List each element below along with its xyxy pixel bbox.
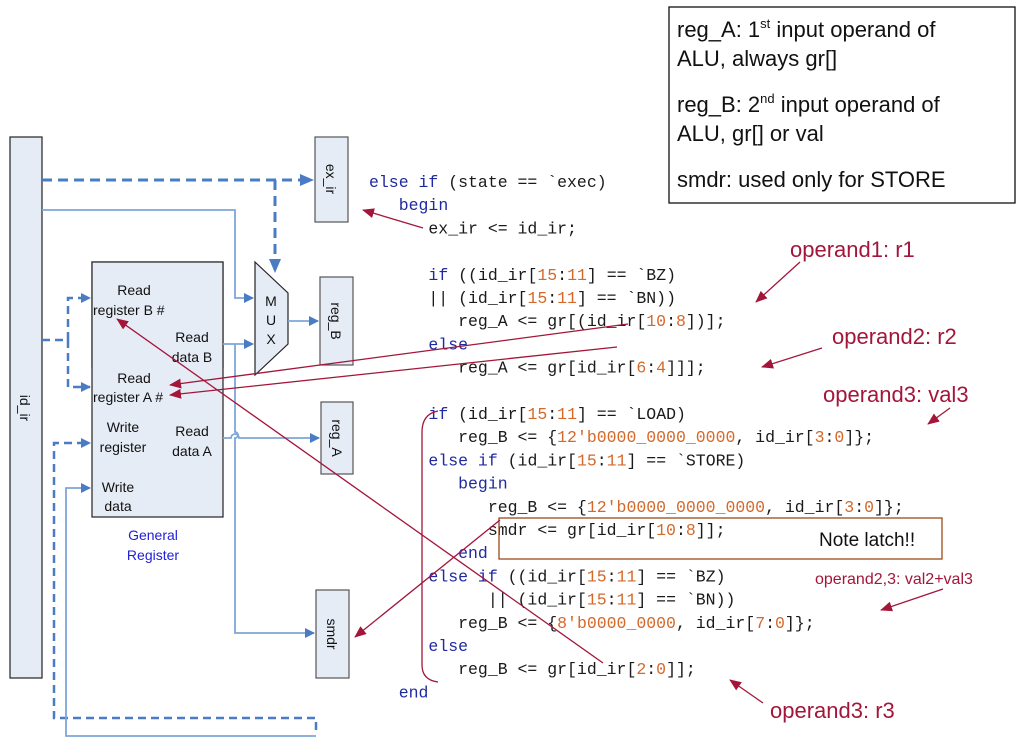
code-line: else if ((id_ir[15:11] == `BZ) bbox=[369, 567, 726, 586]
note-latch-text: Note latch!! bbox=[819, 530, 915, 551]
code-line: reg_B <= gr[id_ir[2:0]]; bbox=[369, 660, 696, 679]
code-line: end bbox=[369, 544, 488, 563]
mux-letter-x: X bbox=[266, 331, 276, 347]
port-write-register-2: register bbox=[100, 439, 147, 455]
reg-b-block: reg_B bbox=[319, 276, 354, 366]
verilog-code: else if (state == `exec) begin ex_ir <= … bbox=[369, 173, 904, 702]
wires bbox=[42, 174, 320, 737]
port-read-register-b-2: register B # bbox=[93, 302, 165, 318]
wire-idir-to-mux bbox=[42, 209, 254, 303]
code-line: begin bbox=[369, 196, 448, 215]
legend-line-2: ALU, always gr[] bbox=[677, 46, 837, 71]
arrow-smdr bbox=[354, 519, 501, 638]
code-line: else bbox=[369, 637, 468, 656]
code-line: reg_B <= {12'b0000_0000_0000, id_ir[3:0]… bbox=[369, 498, 904, 517]
ex-ir-block: ex_ir bbox=[314, 136, 349, 223]
code-line: || (id_ir[15:11] == `BN)) bbox=[369, 591, 735, 610]
arrow-operand1 bbox=[755, 261, 801, 303]
operand23-label: operand2,3: val2+val3 bbox=[815, 571, 973, 588]
arrow-operand3-val bbox=[927, 407, 951, 425]
legend-line-4: ALU, gr[] or val bbox=[677, 121, 824, 146]
port-read-data-a-2: data A bbox=[172, 443, 212, 459]
ex-ir-label: ex_ir bbox=[323, 164, 339, 195]
code-line: reg_B <= {12'b0000_0000_0000, id_ir[3:0]… bbox=[369, 428, 874, 447]
id-ir-block: id_ir bbox=[9, 136, 43, 679]
port-read-register-b: Read bbox=[117, 282, 150, 298]
code-line: || (id_ir[15:11] == `BN)) bbox=[369, 289, 676, 308]
code-line: end bbox=[369, 683, 428, 702]
code-line: ex_ir <= id_ir; bbox=[369, 219, 577, 238]
port-write-data: Write bbox=[102, 479, 135, 495]
wire-readdataa-to-rega bbox=[223, 433, 320, 443]
wire-writeback-to-writedata bbox=[65, 483, 316, 737]
code-line: reg_B <= {8'b0000_0000, id_ir[7:0]}; bbox=[369, 614, 815, 633]
arrow-rega-then-to-readrega bbox=[169, 323, 629, 389]
arrow-regb-to-readregb bbox=[116, 318, 604, 664]
general-register-title: General bbox=[128, 527, 178, 543]
port-read-register-a-2: register A # bbox=[93, 389, 163, 405]
operand3-val-label: operand3: val3 bbox=[823, 382, 969, 407]
reg-a-block: reg_A bbox=[320, 401, 354, 475]
operand1-label: operand1: r1 bbox=[790, 237, 915, 262]
port-write-register: Write bbox=[107, 419, 140, 435]
legend-line-1: reg_A: 1st input operand of bbox=[677, 16, 936, 42]
note-latch-box: Note latch!! bbox=[498, 517, 943, 560]
operand3-r-label: operand3: r3 bbox=[770, 698, 895, 723]
code-line: if ((id_ir[15:11] == `BZ) bbox=[369, 266, 676, 285]
code-line: begin bbox=[369, 475, 508, 494]
legend-line-5: smdr: used only for STORE bbox=[677, 167, 946, 192]
code-line: else if (state == `exec) bbox=[369, 173, 607, 192]
code-line: if (id_ir[15:11] == `LOAD) bbox=[369, 405, 686, 424]
arrow-exir bbox=[362, 208, 424, 229]
operand2-label: operand2: r2 bbox=[832, 324, 957, 349]
arrow-operand3-r bbox=[729, 679, 764, 704]
reg-b-label: reg_B bbox=[328, 302, 344, 339]
code-line: reg_A <= gr[id_ir[6:4]]]; bbox=[369, 359, 706, 378]
mux-letter-m: M bbox=[265, 293, 277, 309]
mux-letter-u: U bbox=[266, 312, 276, 328]
port-read-data-b-2: data B bbox=[172, 349, 212, 365]
wire-idir-to-readregb bbox=[42, 293, 91, 342]
reg-a-label: reg_A bbox=[329, 419, 345, 457]
code-line: reg_A <= gr[(id_ir[10:8])]; bbox=[369, 312, 725, 331]
smdr-label: smdr bbox=[324, 618, 340, 649]
code-line: else if (id_ir[15:11] == `STORE) bbox=[369, 451, 745, 470]
mux: M U X bbox=[254, 260, 289, 377]
legend-line-3: reg_B: 2nd input operand of bbox=[677, 91, 941, 117]
port-read-data-b: Read bbox=[175, 329, 208, 345]
port-read-register-a: Read bbox=[117, 370, 150, 386]
wire-idir-to-readrega bbox=[66, 340, 91, 392]
arrow-operand2 bbox=[761, 347, 823, 369]
id-ir-label: id_ir bbox=[17, 395, 33, 422]
annotation-arrows bbox=[116, 208, 951, 704]
general-register-block: Read register B # Read data B Read regis… bbox=[91, 261, 224, 563]
code-line: smdr <= gr[id_ir[10:8]]; bbox=[369, 521, 726, 540]
port-read-data-a: Read bbox=[175, 423, 208, 439]
reg-b-bracket bbox=[421, 410, 439, 683]
arrow-rega-else-to-readrega bbox=[169, 346, 618, 399]
legend-box: reg_A: 1st input operand of ALU, always … bbox=[668, 6, 1016, 204]
port-write-data-2: data bbox=[104, 498, 131, 514]
arrow-operand23 bbox=[880, 588, 944, 612]
smdr-block: smdr bbox=[315, 589, 350, 679]
general-register-title-2: Register bbox=[127, 547, 179, 563]
